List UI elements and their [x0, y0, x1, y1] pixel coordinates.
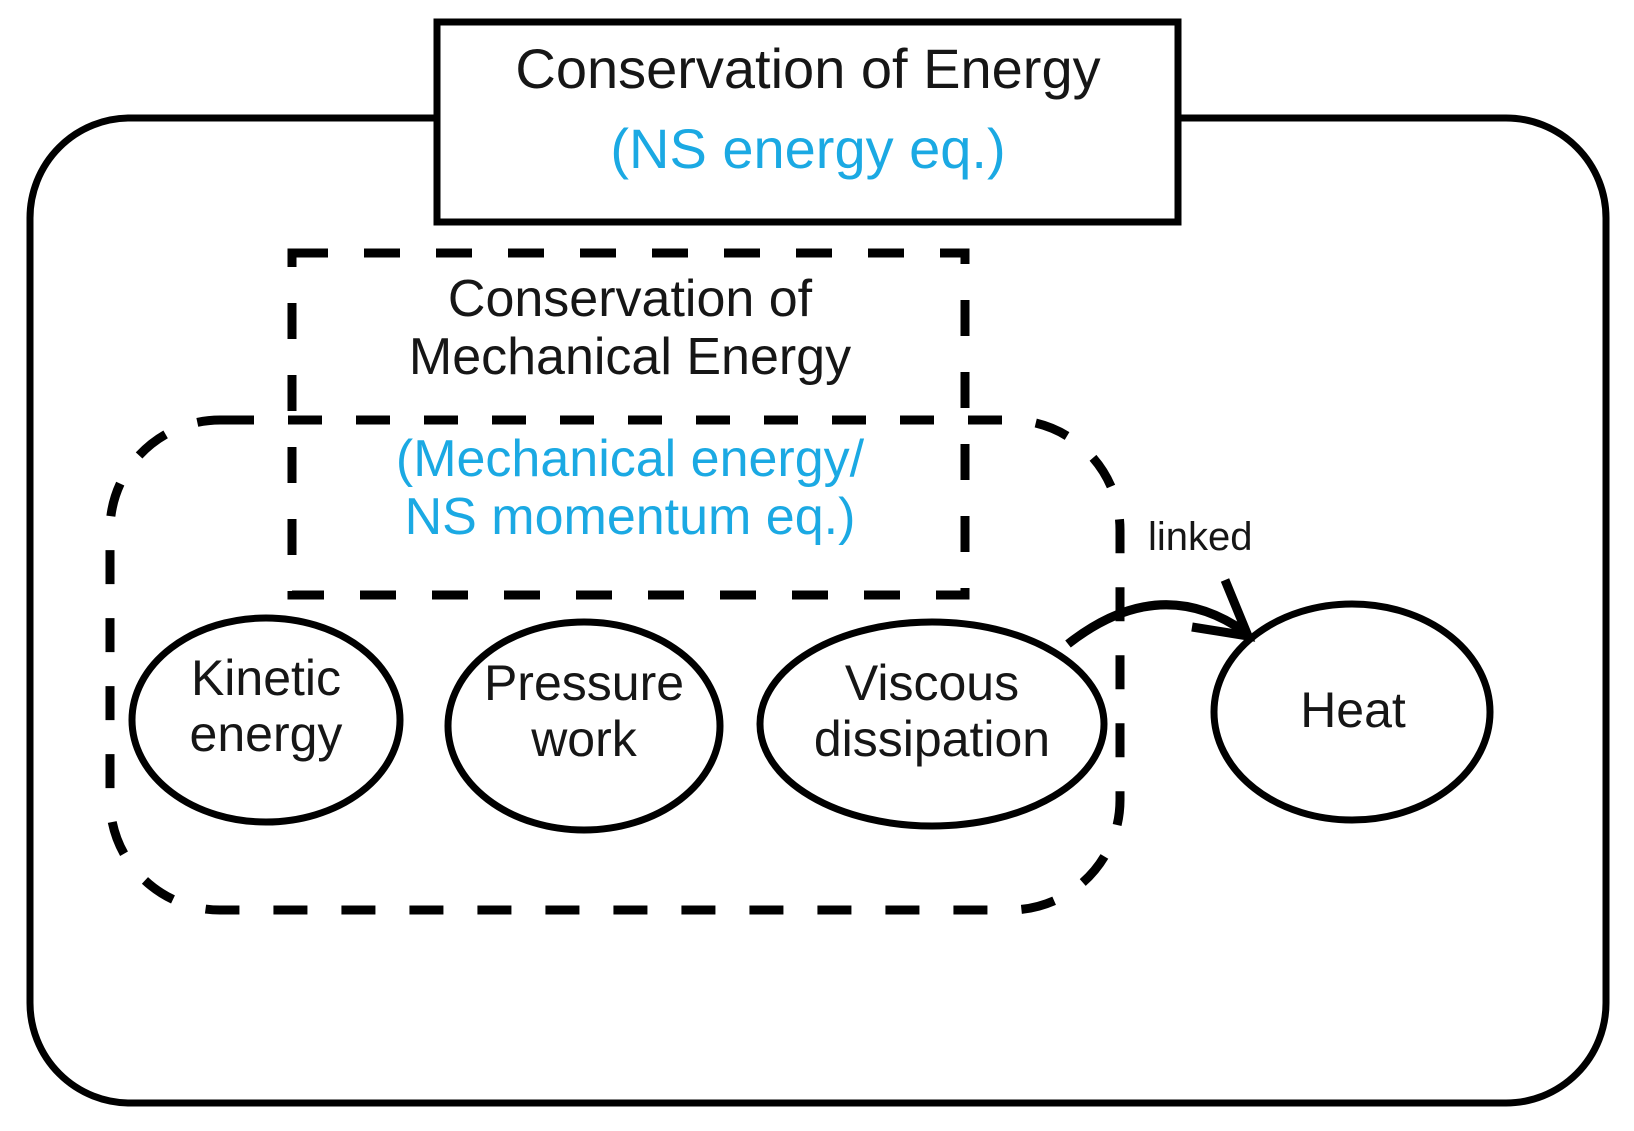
ellipse-viscous-dissipation[interactable]	[756, 618, 1108, 830]
ellipse-heat[interactable]	[1210, 600, 1494, 824]
outer-boundary-rounded-rect	[26, 114, 1610, 1107]
mechanical-boundary-dashed-rounded-rect	[105, 415, 1125, 915]
header-box	[433, 18, 1182, 226]
linked-arrow-head	[1191, 578, 1256, 642]
linked-arrow-curve	[1065, 600, 1248, 648]
ellipse-kinetic-energy[interactable]	[128, 614, 404, 826]
ellipse-pressure-work[interactable]	[444, 618, 724, 834]
